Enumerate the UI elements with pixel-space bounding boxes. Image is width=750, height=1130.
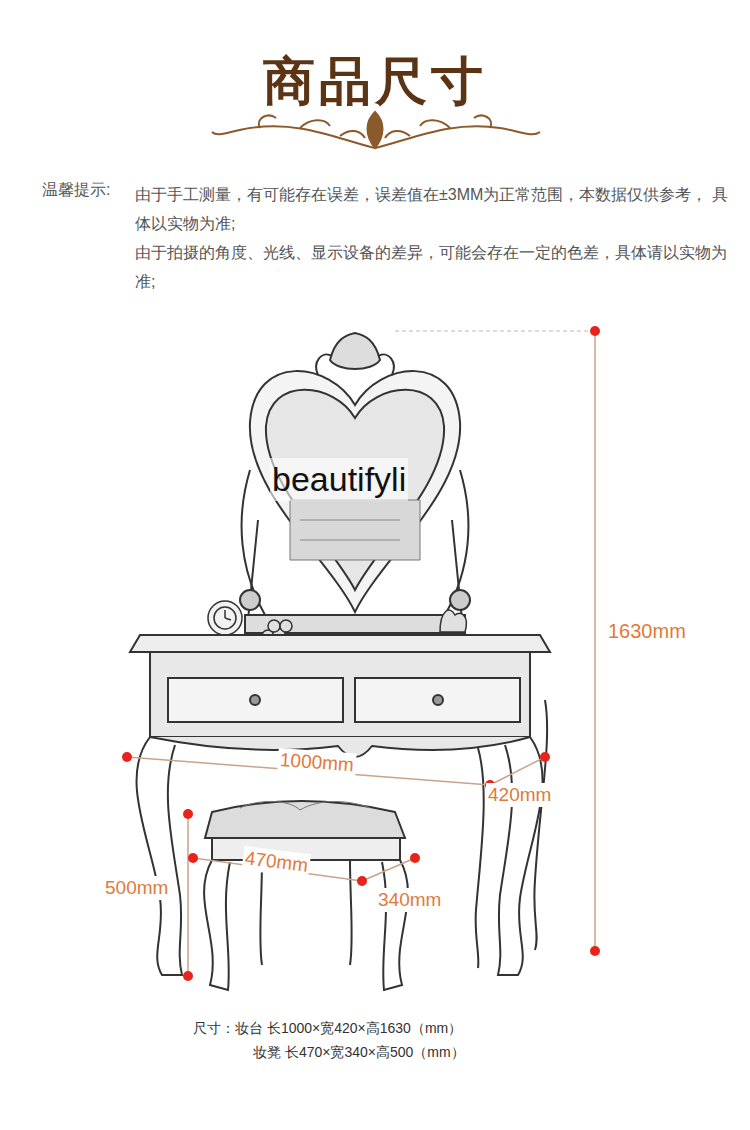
watermark: beautifyli <box>270 458 408 501</box>
size-summary: 妆凳 长470×宽340×高500（mm） <box>253 1043 465 1061</box>
page-title: 商品尺寸 <box>263 52 487 112</box>
depth-dimension: 420mm <box>486 783 553 807</box>
size-summary: 尺寸：妆台 长1000×宽420×高1630（mm） <box>193 1019 462 1037</box>
stool-height-dimension: 500mm <box>103 876 170 900</box>
height-dimension: 1630mm <box>606 619 688 644</box>
dimension-dots <box>122 326 600 981</box>
stool-depth-dimension: 340mm <box>376 888 443 912</box>
reference-line <box>395 331 590 332</box>
title-ornament <box>212 112 540 148</box>
notice-text: 由于拍摄的角度、光线、显示设备的差异，可能会存在一定的色差，具体请以实物为准; <box>135 238 740 296</box>
heart-mirror <box>240 333 470 633</box>
notice-heading: 温馨提示: <box>42 180 110 200</box>
dimension-lines <box>127 331 595 976</box>
notice-text: 由于手工测量，有可能存在误差，误差值在±3MM为正常范围，本数据仅供参考， 具体… <box>135 180 740 238</box>
length-dimension: 1000mm <box>277 748 356 777</box>
